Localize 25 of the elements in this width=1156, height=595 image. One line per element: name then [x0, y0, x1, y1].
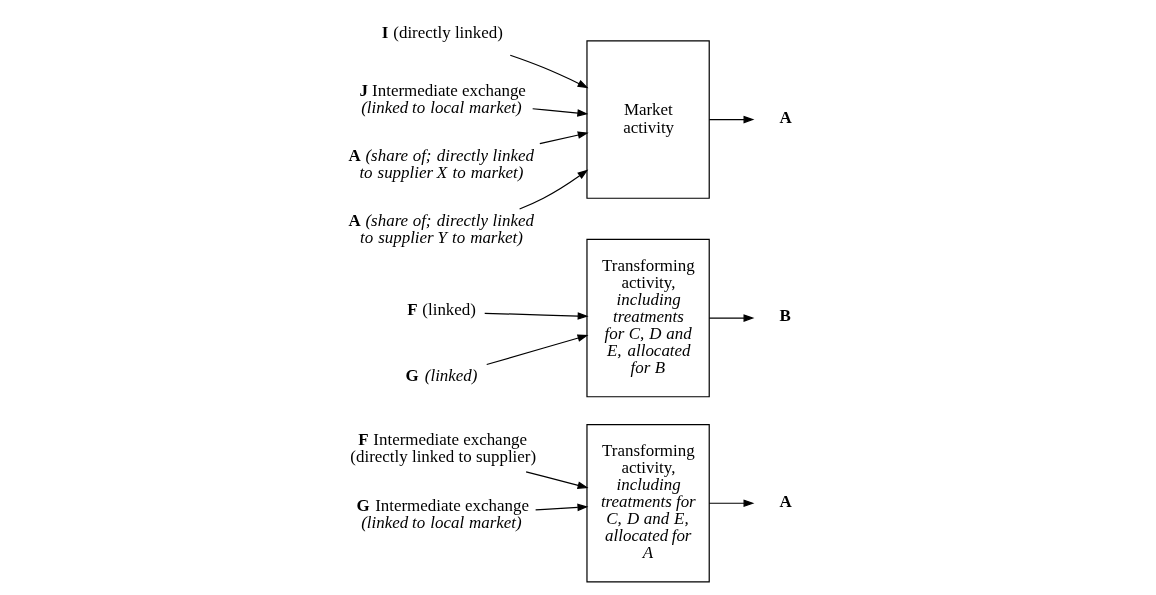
node-text: G Intermediate exchange (linked to local market) [355, 495, 529, 532]
arrow [534, 503, 588, 512]
node-text: G (linked) [404, 365, 477, 385]
arrow [509, 54, 588, 89]
arrow [518, 169, 588, 210]
node-text: I (directly linked) [381, 23, 503, 43]
arrow [483, 312, 589, 320]
arrow [708, 314, 754, 322]
arrow [525, 471, 588, 489]
node-text: B [778, 306, 791, 326]
arrow [538, 131, 589, 145]
node-box: Market activity [585, 40, 710, 199]
node-box: Transforming activity, including treatments for C, D and E, allocated for A [585, 424, 710, 583]
arrow [708, 499, 754, 508]
node-text: A [778, 107, 792, 127]
arrow [485, 334, 588, 366]
arrow [531, 108, 588, 117]
node-text: A [778, 491, 792, 511]
node-text: J Intermediate exchange (linked to local market) [358, 80, 526, 117]
node-text: F Intermediate exchange (directly linked to supplier) [349, 430, 536, 467]
node-text: F (linked) [406, 300, 476, 320]
arrow [708, 115, 754, 124]
node-box: Transforming activity, including treatments for C, D and E, allocated for B [585, 238, 710, 398]
node-text: A (share of; directly linked to supplier Y to market) [348, 211, 534, 248]
node-text: A (share of; directly linked to supplier X to market) [348, 145, 534, 182]
